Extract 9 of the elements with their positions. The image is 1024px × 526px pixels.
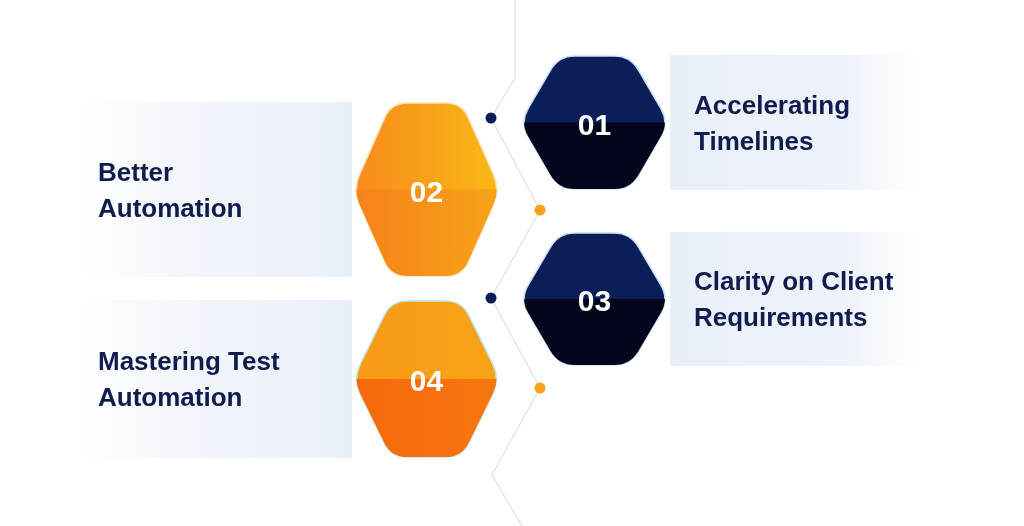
step-number: 03 [577,284,612,318]
step-title: Better Automation [98,155,244,225]
step-title: Mastering Test Automation [98,345,281,414]
step-number: 02 [409,174,444,209]
step-hexagon [352,102,501,277]
step-number: 04 [409,364,444,398]
step-title: Accelerating Timelines [694,88,852,158]
step-number: 01 [577,107,612,142]
step-title: Clarity on Client Requirements [694,265,895,334]
